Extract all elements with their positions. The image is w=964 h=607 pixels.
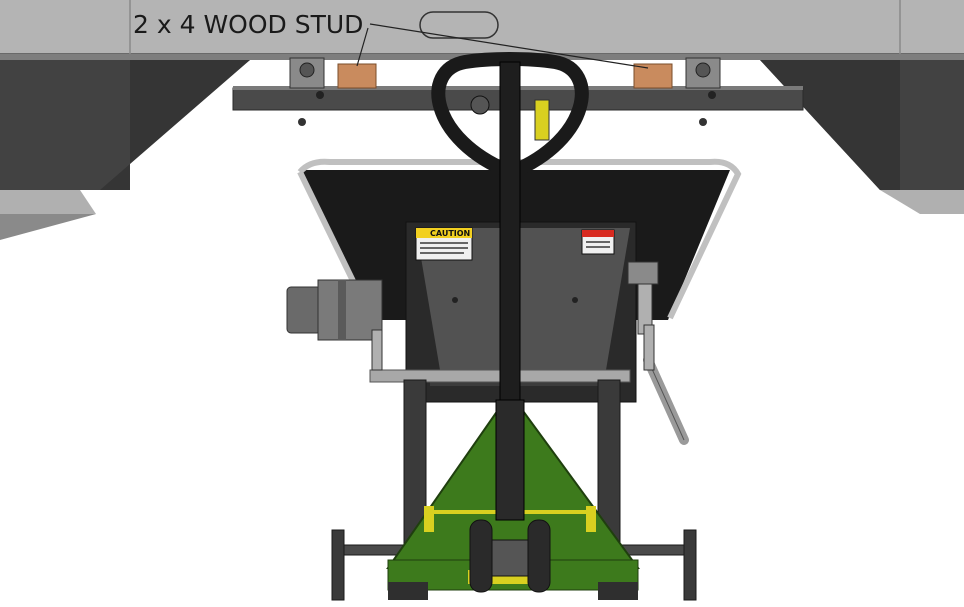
caution-decal: CAUTION — [415, 227, 473, 261]
wood-stud-left — [337, 63, 377, 89]
wood-stud-right — [633, 63, 673, 89]
side-lever — [627, 261, 689, 445]
motor — [286, 279, 383, 341]
callout-leaders — [356, 23, 649, 69]
side-posts — [371, 324, 655, 371]
sprayer-housing: CAUTION — [369, 221, 637, 403]
left-flange — [0, 60, 250, 240]
wood-stud-callout-label: 2 x 4 WOOD STUD — [133, 10, 364, 39]
pallet-jack-handle — [431, 52, 589, 521]
danger-decal — [581, 229, 615, 255]
right-flange — [760, 60, 964, 214]
caution-decal-header: CAUTION — [430, 229, 470, 238]
